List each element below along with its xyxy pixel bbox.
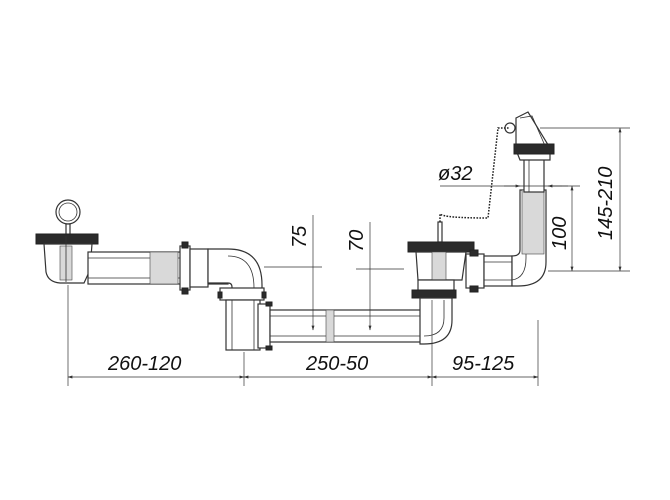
dim-label-95-125: 95-125 <box>452 353 515 375</box>
left-horizontal-pipe <box>87 241 229 295</box>
dim-label-100: 100 <box>549 217 571 250</box>
overflow-pipe <box>483 111 555 287</box>
middle-horizontal-pipe <box>269 309 423 343</box>
dim-label-260-120: 260-120 <box>107 353 181 375</box>
trap-body <box>217 287 273 351</box>
left-waste-fitting <box>35 199 99 284</box>
dim-label-145-210: 145-210 <box>595 167 617 240</box>
middle-elbow <box>419 297 453 345</box>
dim-label-diameter-32: ø32 <box>438 163 472 185</box>
left-elbow <box>207 248 263 293</box>
dim-label-250-50: 250-50 <box>305 353 368 375</box>
dimension-lines <box>67 127 630 386</box>
dim-label-75: 75 <box>289 225 311 248</box>
middle-waste-fitting <box>407 221 485 299</box>
dim-label-70: 70 <box>346 230 368 252</box>
